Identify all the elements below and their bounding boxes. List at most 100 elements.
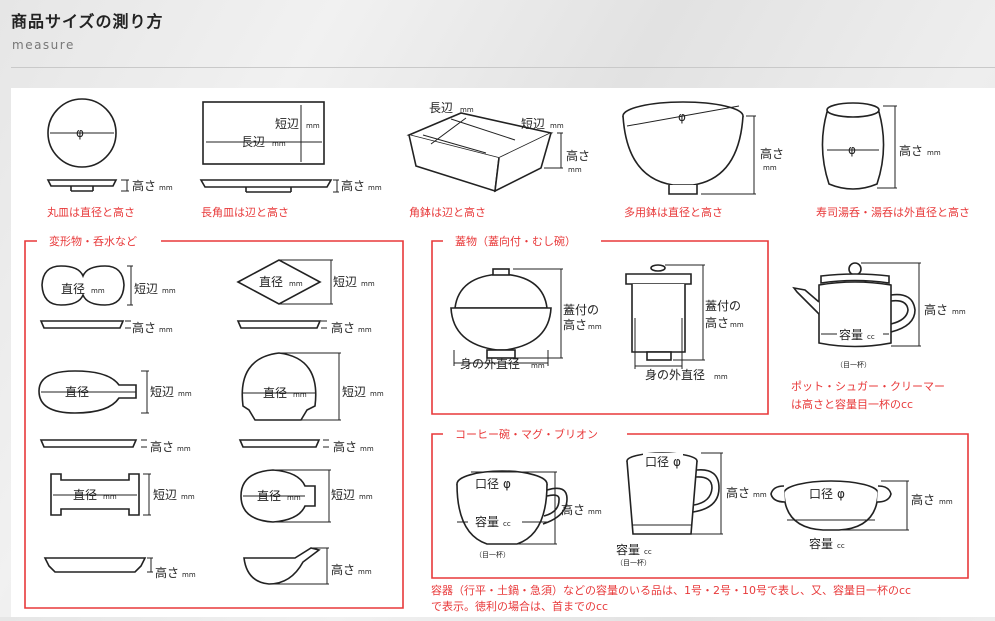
odd-5-short-unit: mm — [181, 493, 195, 501]
odd-item-2: 直径 mm 短辺 mm 高さ mm — [236, 259, 375, 335]
rect-plate-short-label: 短辺 — [275, 117, 299, 131]
lid-bowl-height-2: 高さ — [563, 317, 587, 332]
caption-teacup: 寿司湯呑・湯呑は外直径と高さ — [816, 205, 970, 219]
odd-4-height: 高さ — [333, 439, 357, 454]
multi-bowl-height-unit: mm — [763, 164, 777, 172]
odd-4-diameter: 直径 — [263, 386, 287, 400]
teacup-figure: φ 高さ mm — [821, 102, 941, 190]
mug-height-unit: mm — [753, 491, 767, 499]
pot-caption-line-2: は高さと容量目一杯のcc — [791, 397, 913, 411]
odd-3-short-unit: mm — [178, 390, 192, 398]
coffee-height-unit: mm — [588, 508, 602, 516]
pot-full-note: （目一杯） — [836, 360, 871, 369]
odd-2-short-unit: mm — [361, 280, 375, 288]
odd-3-height-unit: mm — [177, 445, 191, 453]
lid-section-heading: 蓋物（蓋向付・むし碗） — [455, 234, 576, 248]
odd-1-diameter-unit: mm — [91, 287, 105, 295]
coffee-capacity-unit: cc — [503, 520, 511, 528]
lid-bowl-outer-diameter: 身の外直径 — [460, 356, 520, 371]
round-plate-height-unit: mm — [159, 184, 173, 192]
odd-6-short-unit: mm — [359, 493, 373, 501]
odd-4-short-unit: mm — [370, 390, 384, 398]
rect-plate-short-unit: mm — [306, 122, 320, 130]
square-bowl-long-label: 長辺 — [429, 101, 453, 115]
caption-square-bowl: 角鉢は辺と高さ — [409, 205, 486, 219]
teacup-height-unit: mm — [927, 149, 941, 157]
footnote-line-2: で表示。徳利の場合は、首までのcc — [431, 599, 608, 613]
mug-capacity: 容量 — [616, 542, 640, 557]
odd-6-diameter-unit: mm — [287, 494, 301, 502]
steamer-height-unit: mm — [730, 321, 744, 329]
pot-caption-line-1: ポット・シュガー・クリーマー — [791, 380, 945, 393]
coffee-full-note: （目一杯） — [475, 550, 510, 559]
rect-plate-figure: 短辺 mm 長辺 mm 高さ mm — [199, 101, 382, 193]
odd-3-short: 短辺 — [150, 385, 174, 399]
rect-plate-height-unit: mm — [368, 184, 382, 192]
coffee-capacity: 容量 — [475, 514, 499, 529]
lid-bowl-height-1: 蓋付の — [563, 303, 599, 317]
steamer-height-2: 高さ — [705, 315, 729, 330]
coffee-cup-figure: 容量 cc 口径 φ 高さ mm （目一杯） — [456, 470, 602, 559]
odd-1-height: 高さ — [132, 320, 156, 335]
bouillon-capacity-unit: cc — [837, 542, 845, 550]
odd-5-short: 短辺 — [153, 488, 177, 502]
odd-2-height: 高さ — [331, 320, 355, 335]
odd-1-height-unit: mm — [159, 326, 173, 334]
odd-2-height-unit: mm — [358, 326, 372, 334]
odd-2-diameter-unit: mm — [289, 280, 303, 288]
lid-bowl-outer-unit: mm — [531, 362, 545, 370]
odd-5-diameter-unit: mm — [103, 493, 117, 501]
teacup-height-label: 高さ — [899, 143, 923, 158]
pot-height-unit: mm — [952, 308, 966, 316]
square-bowl-short-label: 短辺 — [521, 117, 545, 131]
odd-5-diameter: 直径 — [73, 488, 97, 502]
steamer-outer-unit: mm — [714, 373, 728, 381]
multi-bowl-height-label: 高さ — [760, 146, 784, 161]
pot-height: 高さ — [924, 302, 948, 317]
multi-bowl-diameter-label: φ — [678, 110, 686, 124]
steamer-height-1: 蓋付の — [705, 299, 741, 313]
odd-6-short: 短辺 — [331, 488, 355, 502]
multi-bowl-figure: φ 高さ mm — [622, 101, 784, 195]
mug-height: 高さ — [726, 485, 750, 500]
odd-5-height-unit: mm — [182, 571, 196, 579]
coffee-mouth: 口径 — [475, 477, 499, 491]
mug-mouth: 口径 — [645, 455, 669, 469]
teapot-figure: 高さ mm 容量 cc （目一杯） ポット・シュガー・クリーマー は高さと容量目… — [791, 262, 966, 411]
mug-full-note: （目一杯） — [616, 558, 651, 567]
bouillon-mouth: 口径 — [809, 487, 833, 501]
square-bowl-height-unit: mm — [568, 166, 582, 174]
page-subtitle: measure — [12, 38, 75, 52]
odd-item-6: 直径 mm 短辺 mm 高さ mm — [240, 469, 373, 585]
odd-1-diameter: 直径 — [61, 282, 85, 296]
steamer-outer-diameter: 身の外直径 — [645, 367, 705, 382]
steamer-cup-figure: 身の外直径 mm 蓋付の 高さ mm — [625, 264, 744, 382]
odd-item-5: 直径 mm 短辺 mm 高さ mm — [43, 473, 196, 580]
measure-diagram: φ 高さ mm 短辺 mm 長辺 mm 高さ mm 長辺 mm 短辺 mm — [24, 98, 970, 613]
odd-2-short: 短辺 — [333, 275, 357, 289]
odd-item-3: 直径 短辺 mm 高さ mm — [38, 370, 192, 454]
odd-6-diameter: 直径 — [257, 489, 281, 503]
pot-capacity: 容量 — [839, 327, 863, 342]
lidded-section: 蓋物（蓋向付・むし碗） 身の外直径 mm 蓋付の 高さ mm 身の外直 — [431, 234, 769, 415]
square-bowl-long-unit: mm — [460, 106, 474, 114]
odd-section-heading: 変形物・呑水など — [49, 234, 137, 248]
coffee-section-heading: コーヒー碗・マグ・ブリオン — [455, 427, 598, 441]
rect-plate-height-label: 高さ — [341, 178, 365, 193]
odd-5-height: 高さ — [155, 565, 179, 580]
mug-figure: 口径 φ 高さ mm 容量 cc （目一杯） — [616, 452, 767, 567]
caption-round-plate: 丸皿は直径と高さ — [47, 205, 135, 219]
odd-2-diameter: 直径 — [259, 275, 283, 289]
page-title: 商品サイズの測り方 — [11, 12, 164, 31]
bouillon-mouth-phi: φ — [837, 487, 845, 501]
round-plate-figure: φ 高さ mm — [46, 98, 173, 193]
odd-4-diameter-unit: mm — [293, 391, 307, 399]
caption-multi-bowl: 多用鉢は直径と高さ — [624, 205, 723, 219]
mug-capacity-unit: cc — [644, 548, 652, 556]
square-bowl-short-unit: mm — [550, 122, 564, 130]
rect-plate-long-unit: mm — [272, 140, 286, 148]
measure-panel: φ 高さ mm 短辺 mm 長辺 mm 高さ mm 長辺 mm 短辺 mm — [11, 88, 995, 617]
teacup-diameter-label: φ — [848, 143, 856, 157]
coffee-mouth-phi: φ — [503, 477, 511, 491]
bouillon-cup-figure: 口径 φ 高さ mm 容量 cc — [770, 480, 953, 551]
